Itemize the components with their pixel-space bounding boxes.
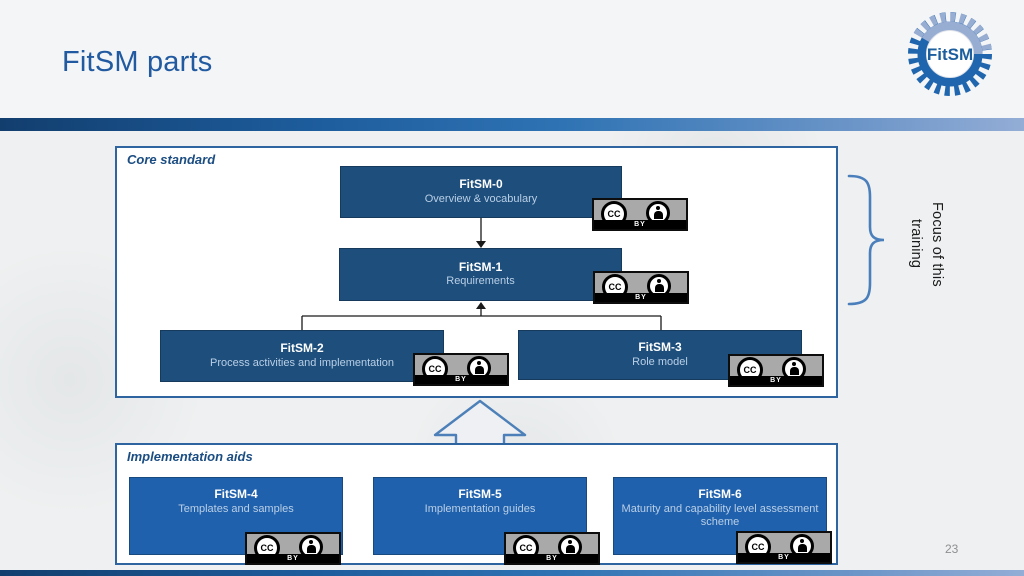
fitsm-6-subtitle: Maturity and capability level assessment… <box>621 502 819 529</box>
page-title: FitSM parts <box>62 46 213 78</box>
cc-by-badge: CC BY <box>504 532 600 565</box>
fitsm-2-box: FitSM-2 Process activities and implement… <box>160 330 444 382</box>
fitsm-0-subtitle: Overview & vocabulary <box>424 192 538 205</box>
fitsm-0-box: FitSM-0 Overview & vocabulary <box>340 166 622 218</box>
cc-by-badge: CC BY <box>728 354 824 387</box>
fitsm-1-subtitle: Requirements <box>446 275 515 288</box>
focus-of-training-label: Focus of this training <box>907 201 945 287</box>
fitsm-5-title: FitSM-5 <box>458 487 502 501</box>
header-accent-bar <box>0 118 1024 131</box>
fitsm-6-title: FitSM-6 <box>698 487 742 501</box>
footer-accent-bar <box>0 570 1024 576</box>
cc-by-badge: CC BY <box>593 271 689 304</box>
by-label: BY <box>738 553 830 562</box>
fitsm-1-title: FitSM-1 <box>458 259 503 274</box>
by-label: BY <box>594 220 686 229</box>
page-number: 23 <box>945 542 959 556</box>
cc-by-badge: CC BY <box>736 531 832 564</box>
by-label: BY <box>415 375 507 384</box>
cc-by-badge: CC BY <box>592 198 688 231</box>
fitsm-3-subtitle: Role model <box>632 355 688 368</box>
cc-by-badge: CC BY <box>245 532 341 565</box>
cc-by-badge: CC BY <box>413 353 509 386</box>
fitsm-0-title: FitSM-0 <box>459 177 503 192</box>
curly-brace-icon <box>845 173 887 307</box>
slide-header <box>0 0 1024 118</box>
by-label: BY <box>730 376 822 385</box>
by-label: BY <box>595 293 687 302</box>
core-standard-label: Core standard <box>127 152 216 167</box>
up-block-arrow-icon <box>428 397 532 445</box>
fitsm-logo: FitSM <box>903 6 997 102</box>
fitsm-4-title: FitSM-4 <box>214 487 258 501</box>
logo-text: FitSM <box>927 45 973 64</box>
fitsm-2-title: FitSM-2 <box>280 341 324 356</box>
by-label: BY <box>506 554 598 563</box>
fitsm-4-subtitle: Templates and samples <box>178 502 294 515</box>
fitsm-2-subtitle: Process activities and implementation <box>209 356 395 369</box>
fitsm-1-box: FitSM-1 Requirements <box>339 248 622 301</box>
by-label: BY <box>247 554 339 563</box>
gear-icon: FitSM <box>908 12 992 96</box>
implementation-aids-label: Implementation aids <box>127 449 253 464</box>
fitsm-5-subtitle: Implementation guides <box>424 502 536 515</box>
fitsm-3-title: FitSM-3 <box>638 340 682 355</box>
